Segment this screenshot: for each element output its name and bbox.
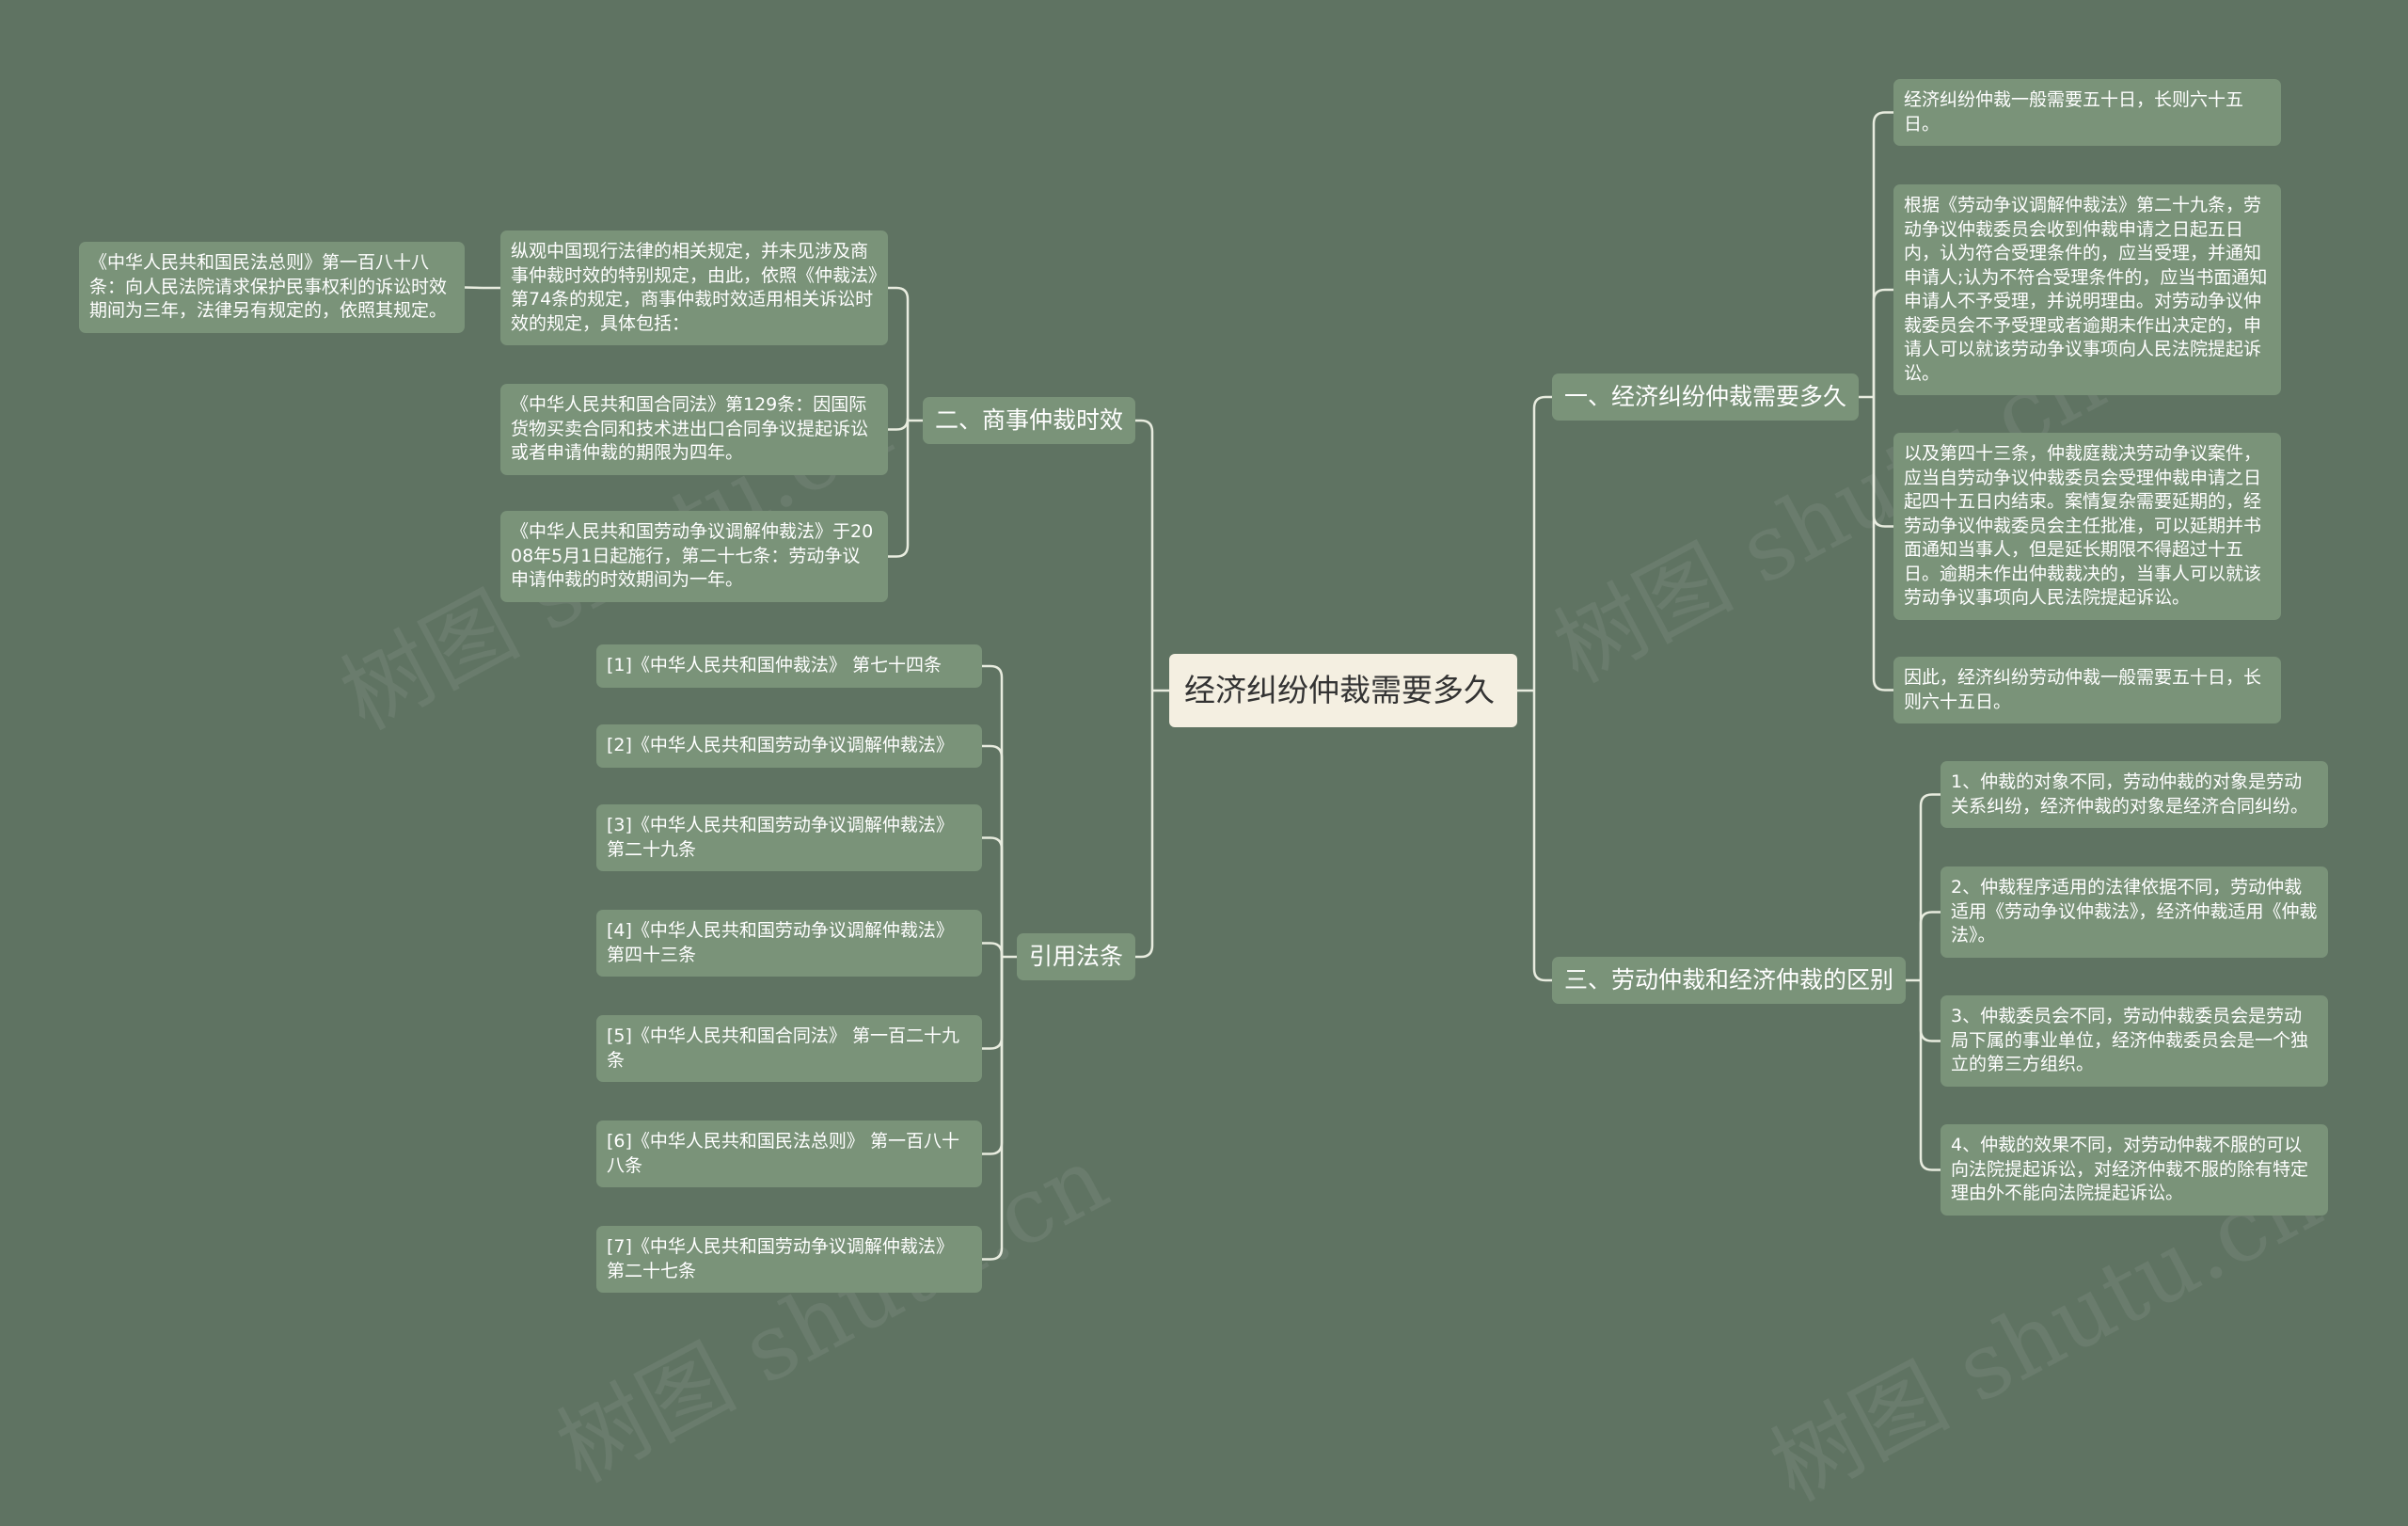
leaf-difference-3[interactable]: 3、仲裁委员会不同，劳动仲裁委员会是劳动局下属的事业单位，经济仲裁委员会是一个独… [1941, 995, 2328, 1087]
connector-line [982, 744, 1004, 957]
leaf-article-29[interactable]: 根据《劳动争议调解仲裁法》第二十九条，劳动争议仲裁委员会收到仲裁申请之日起五日内… [1893, 184, 2281, 395]
mind-map-canvas: 树图 shutu.cn 树图 shutu.cn 树图 shutu.cn 树图 s… [79, 79, 2337, 1521]
connector-lines [464, 111, 1941, 1261]
citation-item[interactable]: [6]《中华人民共和国民法总则》 第一百八十八条 [596, 1121, 982, 1187]
connector-line [982, 957, 1004, 1050]
branch-commercial-limitation[interactable]: 二、商事仲裁时效 [923, 397, 1136, 444]
leaf-duration-conclusion[interactable]: 因此，经济纠纷劳动仲裁一般需要五十日，长则六十五日。 [1893, 657, 2281, 723]
leaf-difference-4[interactable]: 4、仲裁的效果不同，对劳动仲裁不服的可以向法院提起诉讼，对经济仲裁不服的除有特定… [1941, 1124, 2328, 1216]
citation-item[interactable]: [2]《中华人民共和国劳动争议调解仲裁法》 [596, 724, 982, 768]
connector-line [1872, 397, 1893, 528]
root-topic[interactable]: 经济纠纷仲裁需要多久 [1169, 654, 1517, 727]
citation-item[interactable]: [1]《中华人民共和国仲裁法》 第七十四条 [596, 644, 982, 688]
branch-labor-vs-economic[interactable]: 三、劳动仲裁和经济仲裁的区别 [1552, 957, 1907, 1004]
connector-line [1532, 691, 1552, 982]
leaf-civil-code-188[interactable]: 《中华人民共和国民法总则》第一百八十八条：向人民法院请求保护民事权利的诉讼时效期… [79, 242, 465, 333]
connector-line [1872, 397, 1893, 691]
connector-line [982, 664, 1004, 957]
citation-item[interactable]: [3]《中华人民共和国劳动争议调解仲裁法》 第二十九条 [596, 804, 982, 871]
connector-line [1135, 419, 1154, 691]
leaf-duration-summary[interactable]: 经济纠纷仲裁一般需要五十日，长则六十五日。 [1893, 79, 2281, 146]
leaf-contract-law-129[interactable]: 《中华人民共和国合同法》第129条：因国际货物买卖合同和技术进出口合同争议提起诉… [500, 384, 888, 475]
connector-line [982, 957, 1004, 1261]
connector-line [1872, 111, 1893, 397]
leaf-labor-law-27[interactable]: 《中华人民共和国劳动争议调解仲裁法》于2008年5月1日起施行，第二十七条：劳动… [500, 511, 888, 602]
connector-line [1919, 980, 1941, 1171]
leaf-difference-2[interactable]: 2、仲裁程序适用的法律依据不同，劳动仲裁适用《劳动争议仲裁法》，经济仲裁适用《仲… [1941, 866, 2328, 958]
connector-line [464, 286, 483, 290]
connector-line [888, 286, 910, 421]
leaf-article-43[interactable]: 以及第四十三条，仲裁庭裁决劳动争议案件，应当自劳动争议仲裁委员会受理仲裁申请之日… [1893, 433, 2281, 620]
connector-line [1872, 288, 1893, 397]
connector-line [982, 957, 1004, 1155]
branch-arbitration-duration[interactable]: 一、经济纠纷仲裁需要多久 [1552, 374, 1860, 421]
citation-item[interactable]: [5]《中华人民共和国合同法》 第一百二十九条 [596, 1015, 982, 1082]
connector-line [1919, 911, 1941, 980]
connector-line [1919, 980, 1941, 1042]
leaf-commercial-overview[interactable]: 纵观中国现行法律的相关规定，并未见涉及商事仲裁时效的特别规定，由此，依照《仲裁法… [500, 230, 888, 345]
leaf-difference-1[interactable]: 1、仲裁的对象不同，劳动仲裁的对象是劳动关系纠纷，经济仲裁的对象是经济合同纠纷。 [1941, 761, 2328, 828]
branch-cited-laws[interactable]: 引用法条 [1017, 933, 1136, 980]
connector-line [982, 836, 1004, 957]
connector-line [1135, 691, 1154, 959]
connector-line [888, 421, 910, 558]
connector-line [982, 942, 1004, 957]
connector-line [888, 418, 910, 431]
connector-line [1532, 395, 1552, 691]
connector-line [1919, 793, 1941, 980]
citation-item[interactable]: [4]《中华人民共和国劳动争议调解仲裁法》 第四十三条 [596, 910, 982, 977]
citation-item[interactable]: [7]《中华人民共和国劳动争议调解仲裁法》 第二十七条 [596, 1226, 982, 1293]
